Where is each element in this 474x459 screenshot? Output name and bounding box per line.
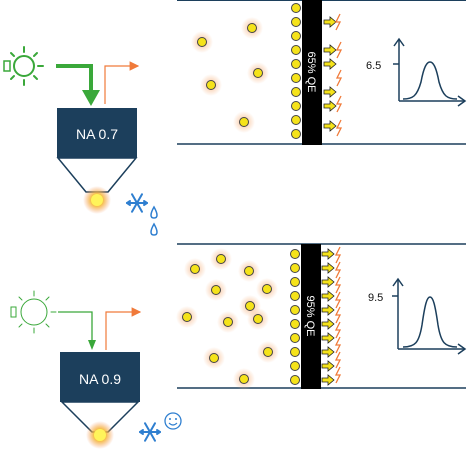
electron-spark-icons xyxy=(334,13,343,137)
qe-label: 65% QE xyxy=(305,52,317,93)
electron-spark-icons xyxy=(334,246,342,384)
detector-bar xyxy=(301,244,321,389)
objective-lens: NA 0.9 xyxy=(60,352,140,433)
detector-bar xyxy=(302,0,322,145)
peak-value-label: 9.5 xyxy=(368,292,383,304)
panel-top: NA 0.7 xyxy=(3,0,467,236)
objective-label: NA 0.7 xyxy=(76,126,118,142)
excitation-arrow xyxy=(58,311,96,350)
droplet-icon xyxy=(150,205,158,219)
emission-arrow xyxy=(105,307,142,350)
light-source-icon xyxy=(3,46,44,86)
photon-column xyxy=(291,3,301,139)
objective-lens: NA 0.7 xyxy=(56,108,138,193)
snowflake-icon xyxy=(126,193,148,213)
photon-cloud xyxy=(191,17,269,133)
emission-arrow xyxy=(104,61,140,104)
qe-label: 95% QE xyxy=(304,296,316,337)
light-source-icon xyxy=(10,290,57,334)
focal-spot-core xyxy=(94,429,106,441)
conversion-arrows xyxy=(323,16,337,132)
droplet-icon xyxy=(150,222,158,236)
smiley-icon xyxy=(164,412,182,430)
focal-spot-core xyxy=(91,194,103,206)
conversion-arrows xyxy=(321,248,335,386)
peak-value-label: 6.5 xyxy=(366,60,381,72)
signal-peak-plot: 6.5 xyxy=(366,37,467,107)
excitation-arrow xyxy=(56,64,100,106)
snowflake-icon xyxy=(139,422,161,442)
objective-label: NA 0.9 xyxy=(79,371,121,387)
photon-column xyxy=(290,249,300,385)
signal-peak-plot: 9.5 xyxy=(368,277,467,355)
panel-bottom: NA 0.9 xyxy=(10,243,467,449)
photon-cloud xyxy=(176,248,279,390)
